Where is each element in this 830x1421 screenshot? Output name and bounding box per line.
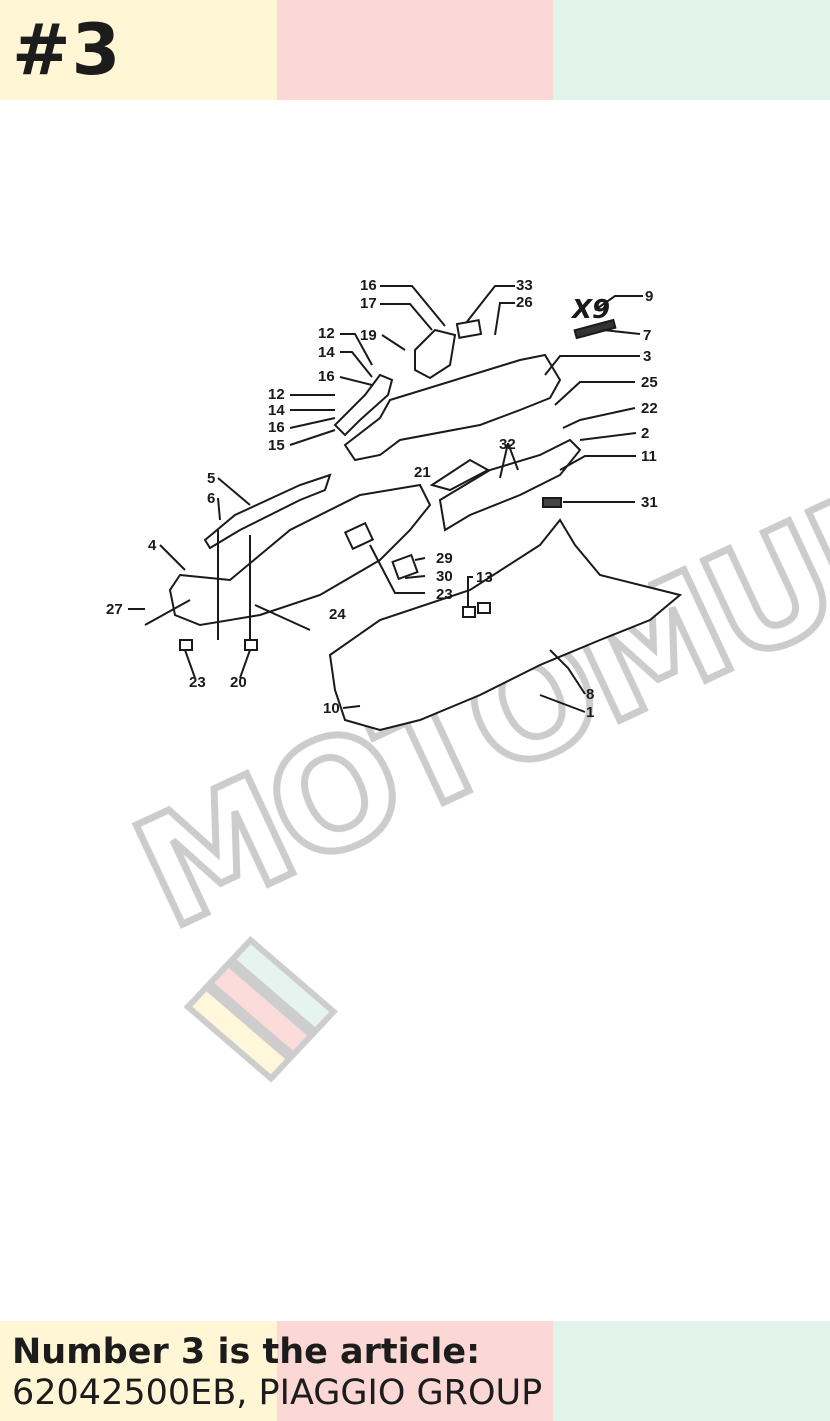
label-21: 21 [414,464,431,481]
parts-linework: X9 [128,285,683,732]
label-15: 15 [268,437,285,454]
header-band-pink [276,0,554,100]
label-12b: 12 [268,386,285,403]
label-20: 20 [230,674,247,691]
label-33: 33 [516,277,533,294]
header-band [0,0,830,100]
label-6: 6 [207,490,215,507]
label-14b: 14 [268,402,285,419]
article-code: 62042500EB, PIAGGIO GROUP [12,1373,543,1413]
label-22: 22 [641,400,658,417]
label-4: 4 [148,537,157,554]
header-band-mint [553,0,830,100]
label-31: 31 [641,494,658,511]
label-11: 11 [641,448,657,465]
footer-band-yellow [0,1321,277,1421]
header-band-yellow [0,0,277,100]
footer-band [0,1321,830,1421]
label-9: 9 [645,288,653,305]
label-23b: 23 [189,674,206,691]
label-8: 8 [586,686,594,703]
label-26: 26 [516,294,533,311]
label-29: 29 [436,550,453,567]
label-24: 24 [329,606,346,623]
label-5: 5 [207,470,215,487]
label-1: 1 [586,704,594,721]
label-18: 16 [360,277,377,294]
motomurcia-watermark: MOTOMURCIA [108,328,830,1083]
label-19: 19 [360,327,377,344]
label-13: 13 [476,569,493,586]
label-23a: 23 [436,586,453,603]
label-2: 2 [641,425,649,442]
label-27: 27 [106,601,123,618]
label-30: 30 [436,568,453,585]
part-labels: 16 17 19 12 14 16 12 14 16 15 33 26 9 7 … [106,277,658,721]
label-25: 25 [641,374,658,391]
item-number: #3 [12,9,122,91]
label-16b: 16 [268,419,285,436]
label-16a: 16 [318,368,335,385]
article-heading: Number 3 is the article: [12,1332,481,1372]
label-3: 3 [643,348,651,365]
footer-band-mint [553,1321,830,1421]
label-17: 17 [360,295,377,312]
x9-logo: X9 [570,295,610,325]
label-7: 7 [643,327,651,344]
label-14a: 14 [318,344,335,361]
label-32: 32 [499,436,516,453]
footer-band-pink [276,1321,554,1421]
label-12a: 12 [318,325,335,342]
label-10: 10 [323,700,340,717]
